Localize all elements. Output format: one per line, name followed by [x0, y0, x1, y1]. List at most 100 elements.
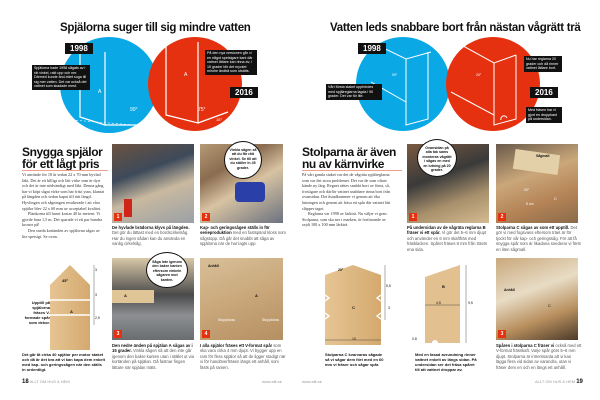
- step-text: Vi gör det 5–6 mm djupt och använder en …: [407, 230, 488, 252]
- footer-text: ALLT OM HUS & HEM: [535, 379, 576, 384]
- angle-old: 90°: [130, 107, 138, 113]
- divider: [302, 170, 402, 171]
- diagram-c-caption: Stolparna C kvarvaras sågade så vi sågar…: [325, 352, 384, 367]
- label-a: A: [255, 293, 258, 298]
- page-number: 19: [576, 379, 583, 385]
- step-1-caption: De hyvlade brädorna klyvs på längden. De…: [112, 225, 196, 247]
- regel-b-diagram: [425, 265, 467, 343]
- footer-left: 18 ALLT OM HUS & HEM: [22, 379, 70, 385]
- tip-bubble: Såga inte igenom den bakre kanten efters…: [146, 252, 188, 288]
- footer-url: www.allt.se: [262, 379, 283, 384]
- label-anhall: Anhåll: [504, 288, 515, 292]
- dim: 9,5: [468, 301, 473, 305]
- step-title: På undersidan av de vågräta reglarna B f…: [407, 225, 486, 236]
- step-text: som ska vara cirka 4 mm djupt. Vi bygger…: [200, 343, 286, 370]
- angle-label: 20°: [524, 188, 530, 192]
- label-a: A: [184, 72, 188, 78]
- year-badge-1998: 1998: [65, 43, 93, 54]
- note-2016: Nu har reglarna 20 grader och då rinner …: [524, 56, 562, 72]
- label-a: A: [98, 89, 102, 95]
- step-number: 2: [498, 213, 506, 221]
- step-text: Det gör vi med fogsvans eftersom träet ä…: [496, 225, 581, 252]
- label-a: A: [124, 293, 127, 298]
- dim: 0,8: [412, 337, 417, 341]
- label-anhall: Anhåll: [208, 264, 219, 268]
- spjala-drawing-new: [165, 42, 229, 124]
- article-heading-right: Stolparna är även nu av kärnvirke: [302, 145, 396, 171]
- step-title: Den nedre änden på spjälan A sågas av i …: [112, 343, 193, 354]
- angle-old: 90°: [392, 73, 398, 77]
- paragraph: Vi använde för 18 år sedan 22 x 70 mm hy…: [22, 172, 105, 211]
- dim: 3: [95, 268, 97, 272]
- stolpe-c-diagram: [325, 265, 386, 345]
- year-badge-2016: 2016: [230, 87, 258, 98]
- angle-label: 45°: [62, 278, 69, 283]
- dim: 4,5: [436, 301, 441, 305]
- dim-label: 5 cm: [526, 202, 534, 206]
- article-body-left: Vi använde för 18 år sedan 22 x 70 mm hy…: [22, 172, 106, 239]
- step-number: 2: [202, 213, 210, 221]
- step-number: 4: [202, 330, 210, 338]
- step-text: också med ett V-format frässkaft. Varje …: [496, 343, 582, 370]
- step-2-caption: Stolparna C sågas av som ett upptill. De…: [496, 225, 582, 252]
- paragraph: Reglarna var 1998 av lärkträ. Nu väljer …: [302, 211, 388, 228]
- label-stoppkloss: Stoppkloss: [262, 318, 280, 322]
- note-2016: På den nya versionen går vi en något spe…: [205, 50, 257, 75]
- dim: 3: [95, 293, 97, 297]
- photo-step-4: Anhåll Stoppkloss Stoppkloss A 4: [200, 258, 283, 340]
- circle-2016-right: 20°: [446, 37, 540, 131]
- label-c: C: [548, 303, 551, 308]
- dim: 3: [388, 306, 390, 310]
- note-drip: Med fräsen har vi gjort en droppkant på …: [526, 107, 562, 123]
- year-badge-1998: 1998: [358, 43, 386, 54]
- regel-drawing-new: [450, 41, 517, 126]
- article-body-right: På vårt gamla staket var det de vågräta …: [302, 172, 394, 228]
- step-3-caption: Spåren i stolparna C fräser vi också med…: [496, 343, 582, 370]
- step-number: 1: [114, 213, 122, 221]
- diagram-bottom-caption: Det går åt cirka 40 spjälor per motor st…: [22, 352, 105, 372]
- step-number: 1: [409, 213, 417, 221]
- step-text: med en fastspänd kloss som sågstopp. Då …: [200, 230, 286, 247]
- dim: 10: [352, 337, 356, 341]
- tip-bubble: Ovansidan på alla tak sams monteras vågr…: [417, 139, 457, 177]
- footer-right: ALLT OM HUS & HEM 19: [535, 379, 583, 385]
- note-1998: Vårt första staket upphördes med spjälre…: [326, 84, 382, 100]
- paragraph: Den sneda kortänden av spjälorna sågas a…: [22, 227, 100, 239]
- page-number: 18: [22, 379, 29, 385]
- label-c: C: [554, 196, 557, 201]
- infographic-title-right: Vatten leds snabbare bort från nästan vå…: [330, 22, 581, 34]
- step-title: Spåren i stolparna C fräser vi: [496, 343, 555, 348]
- paragraph: På vårt gamla staket var det de vågräta …: [302, 172, 391, 211]
- label-sagmall: Sågmall: [536, 154, 550, 158]
- step-number: 3: [114, 330, 122, 338]
- step-title: Stolparna C sågas av som ett upptill.: [496, 225, 570, 230]
- label-b: B: [442, 284, 445, 289]
- angle-small: 15°: [216, 117, 223, 122]
- step-title: Kap- och geringssågen ställs in för seri…: [200, 225, 270, 236]
- dim: 2,5: [95, 316, 100, 320]
- article-heading-left: Snygga spjälor för ett lågt pris: [22, 145, 103, 171]
- step-2-caption: Kap- och geringssågen ställs in för seri…: [200, 225, 286, 247]
- tip-bubble: Vinkla sågen så att du får rätt vinkel. …: [224, 141, 262, 179]
- step-title: I alla spjälor fräses ett V-format spår: [200, 343, 273, 348]
- footer-url: www.allt.se: [302, 379, 323, 384]
- label-stoppkloss: Stoppkloss: [218, 318, 236, 322]
- infographic-title-left: Spjälorna suger till sig mindre vatten: [60, 22, 251, 34]
- step-text: Det gör du lättast med en bordscirkelsåg…: [112, 230, 189, 247]
- angle-new: 75°: [198, 107, 206, 113]
- dim: 5,5: [386, 284, 391, 288]
- photo-step-1: 1: [112, 144, 194, 223]
- diagram-b-caption: Med en fasad avrundning rinner vattnet e…: [415, 352, 477, 372]
- photo-step-2: Sågmall 20° 5 cm C 2: [496, 144, 578, 223]
- angle-new: 20°: [476, 73, 482, 77]
- step-3-caption: Den nedre änden på spjälan A sågas av i …: [112, 343, 196, 370]
- footer-text: ALLT OM HUS & HEM: [29, 379, 70, 384]
- diagram-side-caption: Upptill på spjälorna fräses V-formade sp…: [24, 300, 50, 325]
- note-1998: Spjälorna hade 1998 sågats av i rät vink…: [32, 65, 90, 90]
- divider: [22, 170, 108, 171]
- step-1-caption: På undersidan av de vågräta reglarna B f…: [407, 225, 491, 252]
- paragraph: Plankorna till huset kostar 40 kr metern…: [22, 211, 103, 228]
- step-number: 3: [498, 330, 506, 338]
- year-badge-2016: 2016: [530, 87, 558, 98]
- step-text: Vinkla sågen så att den inte går igenom …: [112, 348, 194, 370]
